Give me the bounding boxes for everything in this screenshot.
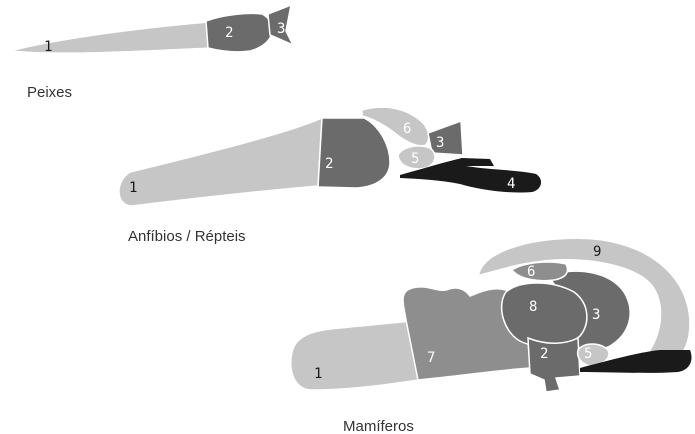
- mammal-region-1: [291, 321, 418, 390]
- mammal-brain: 1 2 3 5 6 7 8 9: [291, 238, 692, 392]
- fish-label-1: 1: [44, 39, 52, 55]
- amphibian-brain: 1 2 3 4 5 6: [119, 107, 541, 206]
- amphibian-label-5: 5: [411, 151, 419, 167]
- mammal-label-5: 5: [584, 346, 592, 362]
- fish-caption: Peixes: [27, 84, 72, 101]
- amphibian-label-2: 2: [325, 156, 333, 172]
- fish-label-2: 2: [225, 25, 233, 41]
- amphibian-region-1: [119, 118, 322, 206]
- amphibian-label-4: 4: [507, 176, 515, 192]
- amphibian-label-1: 1: [129, 180, 137, 196]
- mammal-label-8: 8: [529, 299, 537, 315]
- mammal-label-3: 3: [592, 307, 600, 323]
- mammal-label-6: 6: [527, 264, 535, 280]
- amphibian-caption: Anfíbios / Répteis: [128, 228, 246, 245]
- mammal-caption: Mamíferos: [343, 418, 414, 434]
- mammal-label-7: 7: [427, 350, 435, 366]
- mammal-label-2: 2: [540, 346, 548, 362]
- mammal-region-8: [502, 283, 587, 347]
- fish-region-2: [206, 13, 273, 51]
- fish-label-3: 3: [277, 21, 285, 37]
- mammal-label-1: 1: [314, 366, 322, 382]
- amphibian-region-2: [318, 118, 390, 188]
- fish-region-1: [10, 22, 212, 53]
- mammal-region-2: [528, 338, 580, 392]
- fish-brain: 1 2 3: [10, 5, 293, 55]
- mammal-label-9: 9: [593, 244, 601, 260]
- amphibian-label-6: 6: [403, 121, 411, 137]
- amphibian-label-3: 3: [436, 135, 444, 151]
- amphibian-region-3: [428, 121, 463, 155]
